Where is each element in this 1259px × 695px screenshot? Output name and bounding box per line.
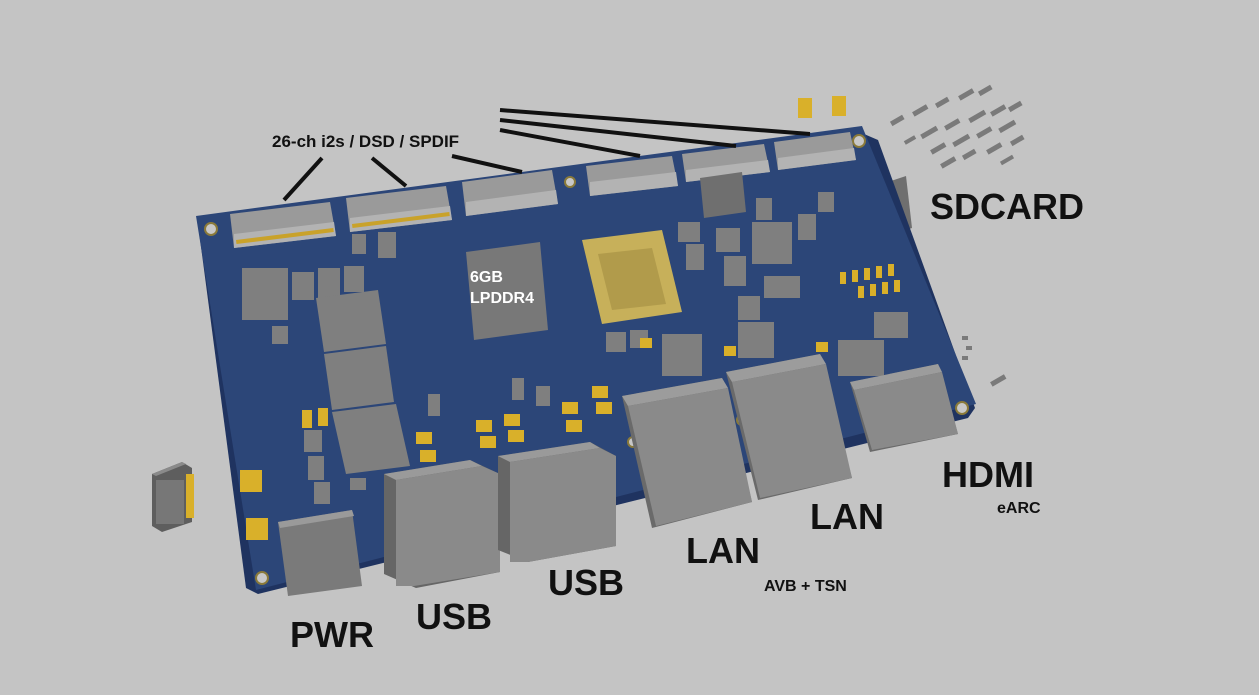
pwr-label: PWR: [290, 614, 374, 655]
gold-pads: [240, 264, 900, 540]
usb-port-2: [498, 442, 616, 562]
hdmi-port: [850, 364, 958, 452]
fpc-connectors: [230, 132, 856, 248]
usb1-label: USB: [416, 596, 493, 637]
loose-components: [798, 84, 1025, 387]
board-components: [242, 192, 908, 504]
lan2-label: LAN: [810, 496, 884, 537]
hdmi-label: HDMI: [942, 454, 1034, 495]
memory-chip: [466, 242, 548, 340]
audio-leader-lines: [282, 108, 811, 202]
loose-connector: [152, 462, 194, 532]
audio-interface-label: 26-ch i2s / DSD / SPDIF: [272, 132, 460, 151]
memory-size-label: 6GB: [470, 269, 503, 286]
lan-port-2: [726, 354, 852, 500]
usb2-label: USB: [548, 562, 625, 603]
sdcard-label: SDCARD: [930, 186, 1085, 227]
soc-bga: [582, 230, 682, 324]
pwr-connector: [278, 510, 362, 596]
lan-port-1: [622, 378, 752, 528]
avb-tsn-label: AVB + TSN: [764, 578, 847, 595]
earc-label: eARC: [997, 500, 1041, 517]
lan1-label: LAN: [686, 530, 760, 571]
usb-port-1: [384, 460, 500, 588]
memory-type-label: LPDDR4: [470, 290, 535, 307]
